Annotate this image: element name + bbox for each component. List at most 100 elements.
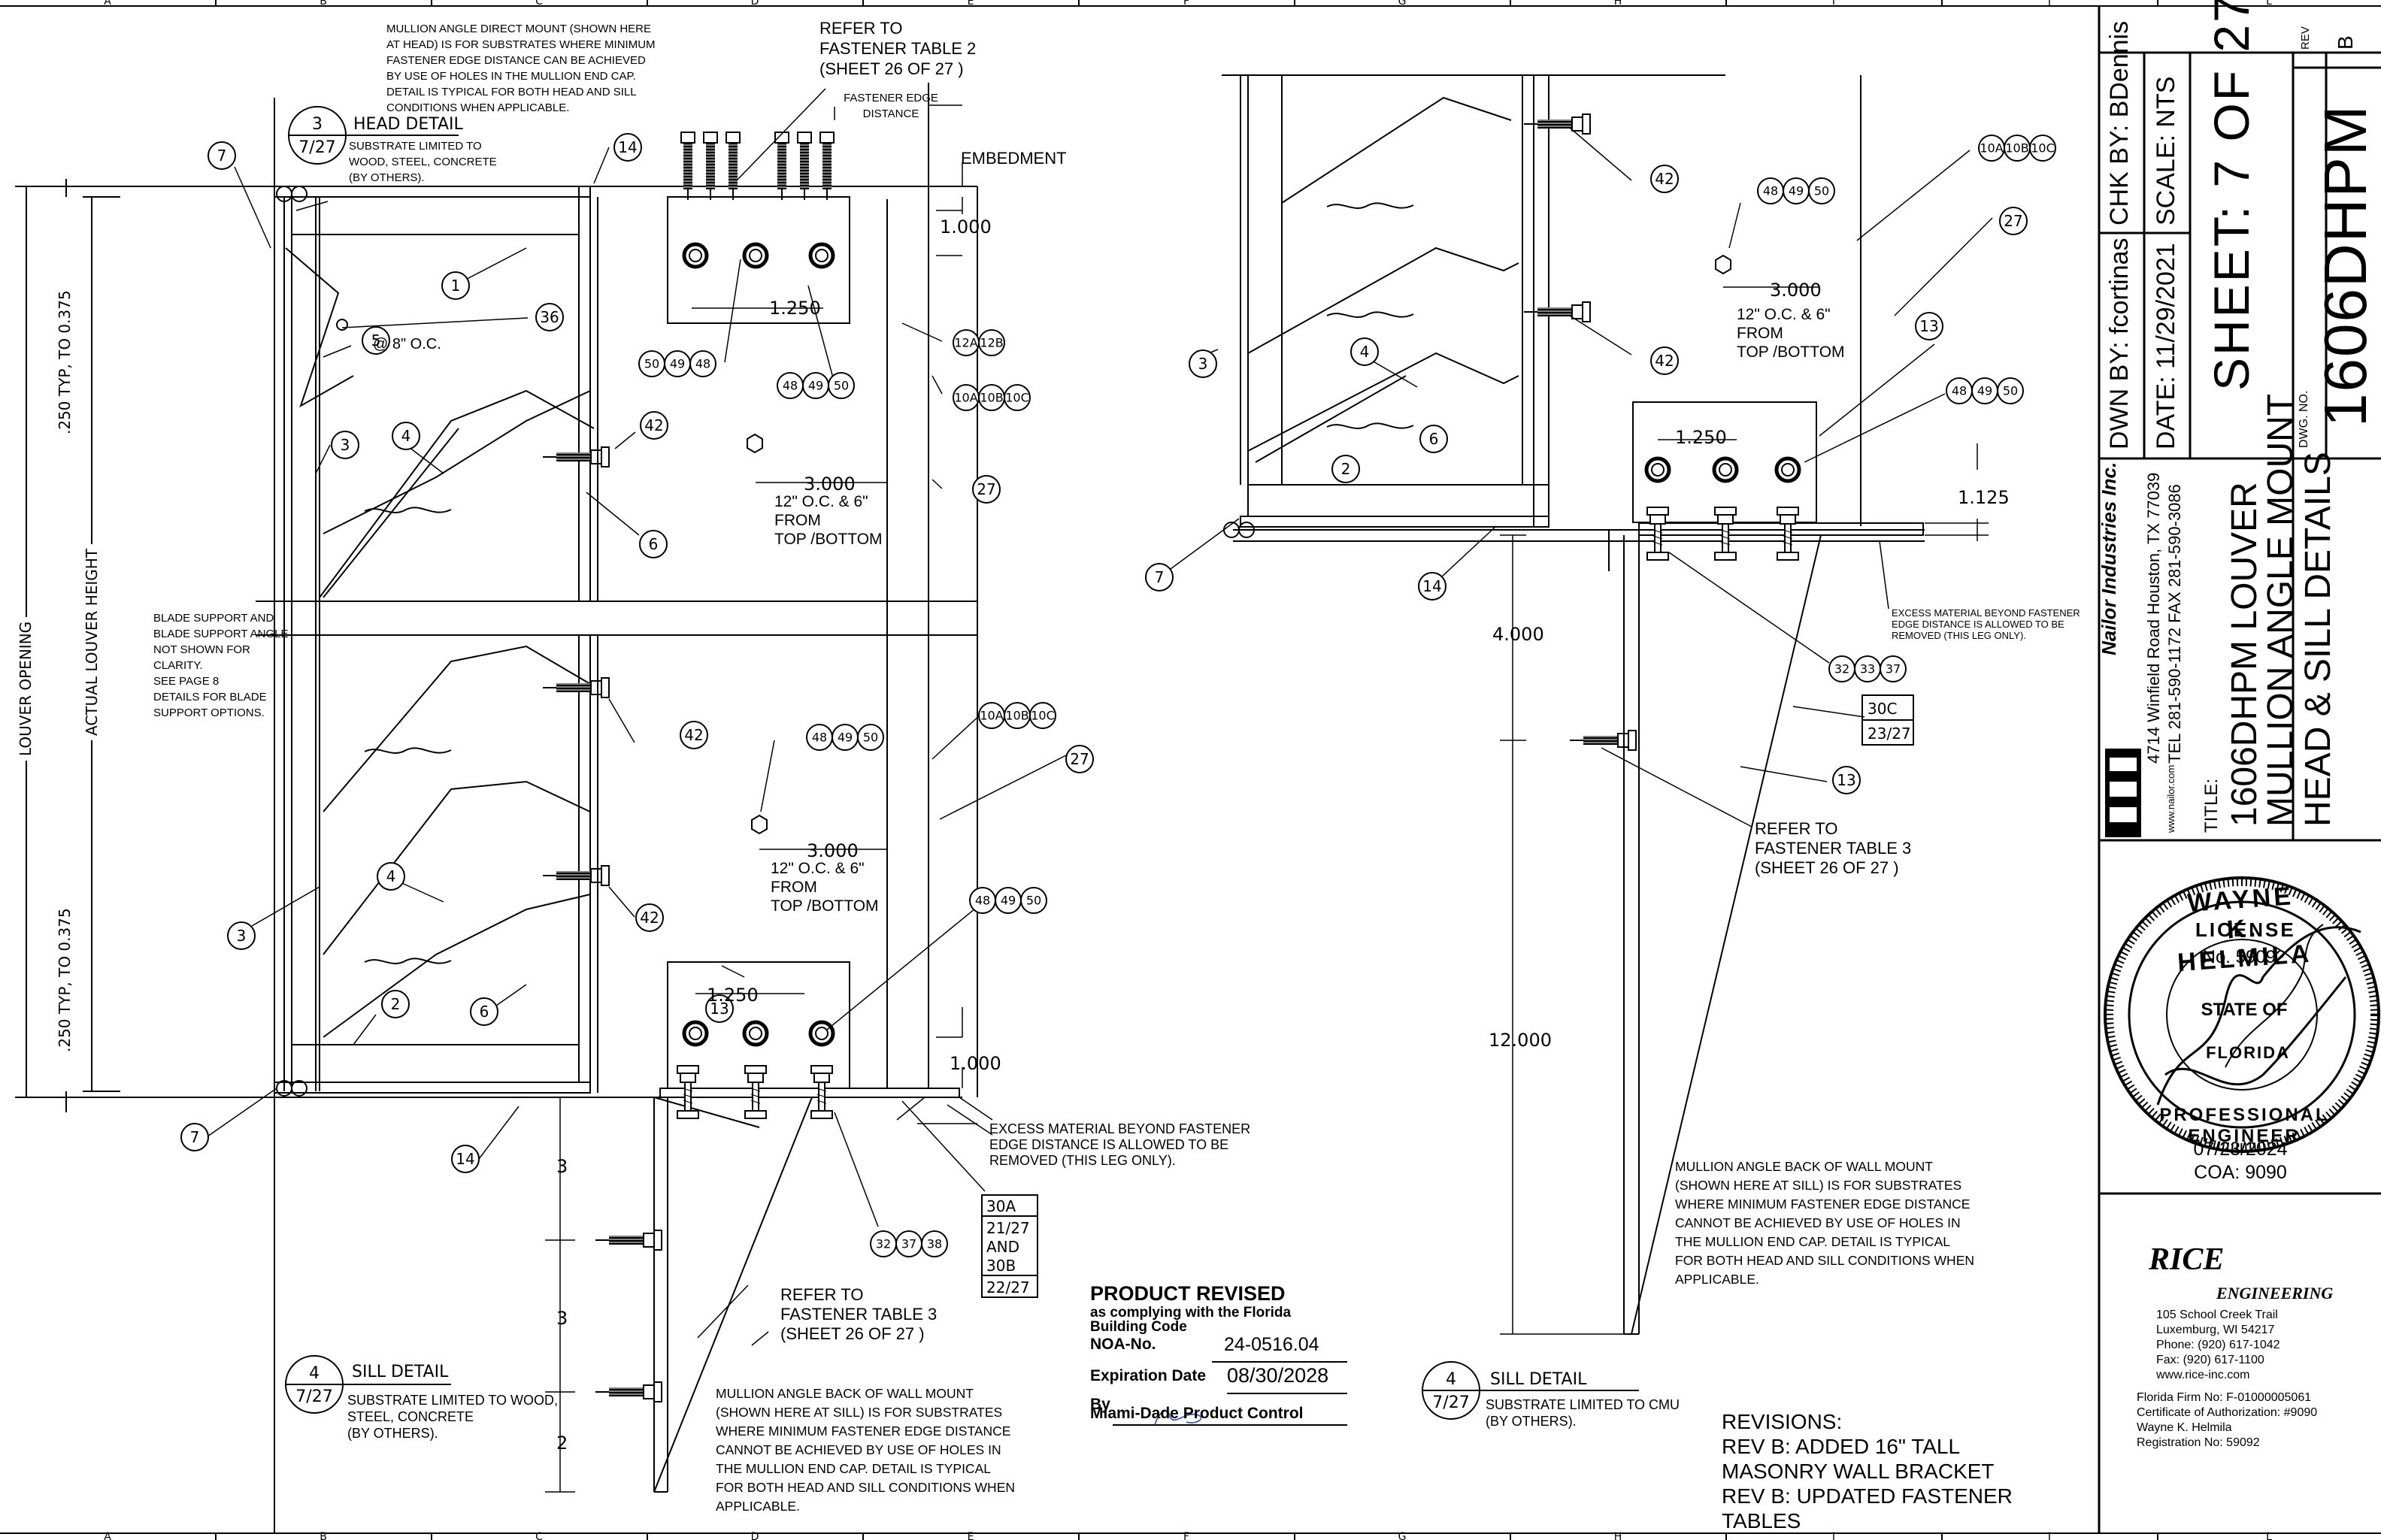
refer-table-3-right: REFER TO FASTENER TABLE 3 (SHEET 26 OF 2… bbox=[1755, 819, 1912, 877]
seal-profession: PROFESSIONAL ENGINEER bbox=[2159, 1105, 2329, 1146]
svg-text:37: 37 bbox=[1886, 662, 1901, 676]
dim-1250-right: 1.250 bbox=[1675, 427, 1727, 448]
typ-dim-bottom: .250 TYP, TO 0.375 bbox=[56, 908, 74, 1052]
head-mount-note: MULLION ANGLE DIRECT MOUNT (SHOWN HERE A… bbox=[386, 23, 656, 114]
fastener-edge-distance-label: FASTENER EDGE DISTANCE bbox=[844, 92, 938, 120]
company-name: Nailor Industries Inc. bbox=[2098, 461, 2120, 655]
svg-text:50: 50 bbox=[863, 731, 878, 745]
right-studs bbox=[1646, 507, 1799, 561]
svg-text:49: 49 bbox=[1789, 184, 1804, 198]
svg-text:48: 48 bbox=[1952, 384, 1967, 398]
callout-42: 42 bbox=[644, 416, 663, 434]
dim-1250-head: 1.250 bbox=[769, 298, 821, 319]
svg-text:49: 49 bbox=[838, 731, 853, 745]
sill-substrate-note-left: SUBSTRATE LIMITED TO WOOD, STEEL, CONCRE… bbox=[347, 1393, 559, 1441]
zone-letter: G bbox=[1398, 1531, 1407, 1540]
head-anchor-group bbox=[680, 132, 835, 201]
zone-letter: I bbox=[1832, 1531, 1835, 1540]
callout-14: 14 bbox=[1422, 577, 1441, 595]
svg-text:49: 49 bbox=[808, 379, 823, 393]
zone-letter: J bbox=[2047, 1531, 2051, 1540]
title-line-2: MULLION ANGLE MOUNT bbox=[2261, 393, 2301, 827]
engineer-reg: Registration No: 59092 bbox=[2137, 1436, 2260, 1449]
dim-2: 2 bbox=[556, 1433, 568, 1454]
engineer-person: Wayne K. Helmila bbox=[2137, 1421, 2232, 1434]
callout-13: 13 bbox=[1919, 317, 1938, 335]
chk-by: CHK BY: BDennis bbox=[2105, 20, 2134, 225]
svg-text:AND: AND bbox=[986, 1238, 1019, 1256]
title-block-frame bbox=[2098, 6, 2381, 1533]
svg-text:21/27: 21/27 bbox=[986, 1219, 1030, 1237]
svg-text:22/27: 22/27 bbox=[986, 1278, 1030, 1296]
revisions-note: REVISIONS: REV B: ADDED 16" TALL MASONRY… bbox=[1722, 1410, 2013, 1532]
title-label: TITLE: bbox=[2201, 778, 2222, 833]
dim-3000-sill: 3.000 bbox=[807, 840, 859, 861]
zone-letter: L bbox=[2266, 0, 2272, 8]
zone-letter: E bbox=[968, 0, 974, 8]
excess-material-note-left: EXCESS MATERIAL BEYOND FASTENER EDGE DIS… bbox=[989, 1121, 1251, 1168]
svg-text:37: 37 bbox=[901, 1237, 916, 1251]
zone-letter: A bbox=[104, 1531, 111, 1540]
dim-1125: 1.125 bbox=[1958, 487, 2010, 508]
svg-text:7/27: 7/27 bbox=[298, 138, 335, 157]
head-bracket-holes bbox=[684, 244, 833, 267]
hex-nuts bbox=[336, 254, 1731, 835]
sill-detail-title-right: SILL DETAIL bbox=[1490, 1370, 1587, 1389]
svg-text:3: 3 bbox=[312, 115, 323, 134]
pe-seal bbox=[2104, 876, 2380, 1153]
actual-louver-height-dim: ACTUAL LOUVER HEIGHT bbox=[83, 543, 101, 740]
svg-text:10A: 10A bbox=[1980, 141, 2003, 156]
right-leaders bbox=[1159, 127, 1993, 827]
svg-text:48: 48 bbox=[783, 379, 798, 393]
seal-license-number: No. 59092 bbox=[2202, 947, 2286, 967]
sill-detail-title-left: SILL DETAIL bbox=[352, 1363, 449, 1381]
expiration-value: 08/30/2028 bbox=[1227, 1364, 1329, 1387]
callout-4: 4 bbox=[401, 427, 411, 445]
zone-letter: G bbox=[1398, 0, 1407, 8]
svg-text:10B: 10B bbox=[980, 391, 1003, 405]
svg-text:48: 48 bbox=[695, 357, 710, 371]
expiration-label: Expiration Date bbox=[1090, 1367, 1207, 1384]
callout-27: 27 bbox=[2004, 212, 2022, 230]
callout-2: 2 bbox=[391, 995, 401, 1013]
head-substrate-note: SUBSTRATE LIMITED TO WOOD, STEEL, CONCRE… bbox=[349, 140, 497, 184]
right-holes bbox=[1646, 458, 1799, 481]
svg-text:48: 48 bbox=[812, 731, 827, 745]
back-of-wall-note-left: MULLION ANGLE BACK OF WALL MOUNT (SHOWN … bbox=[716, 1386, 1016, 1514]
callout-7: 7 bbox=[217, 147, 227, 165]
typ-dim-top: .250 TYP, TO 0.375 bbox=[56, 290, 74, 434]
dim-3-lower: 3 bbox=[556, 1308, 568, 1329]
callout-27: 27 bbox=[1070, 750, 1089, 768]
right-detail-geometry bbox=[1222, 74, 1925, 1335]
dimension-labels: 1.000 1.250 3.000 3.000 1.250 1.000 3.00… bbox=[556, 216, 2010, 1454]
right-anchors bbox=[1523, 113, 1637, 751]
callout-4: 4 bbox=[1360, 343, 1370, 361]
callout-bubbles bbox=[180, 133, 2028, 1173]
company-address: 4714 Winfield Road Houston, TX 77039 bbox=[2144, 472, 2163, 764]
engineer-address: 105 School Creek Trail Luxemburg, WI 542… bbox=[2156, 1308, 2280, 1383]
detail-symbols bbox=[285, 106, 1639, 1420]
zone-letter: A bbox=[104, 0, 111, 8]
svg-text:4: 4 bbox=[309, 1364, 320, 1383]
spacing-8-oc: @ 8" O.C. bbox=[373, 336, 441, 352]
md-stamp-lines bbox=[1113, 1361, 1347, 1426]
dim-1250-sill: 1.250 bbox=[707, 985, 759, 1006]
callout-27: 27 bbox=[977, 480, 995, 498]
engineer-firm-no: Florida Firm No: F-01000005061 bbox=[2137, 1391, 2312, 1404]
scale: SCALE: NTS bbox=[2152, 76, 2180, 225]
svg-text:48: 48 bbox=[975, 894, 990, 908]
zone-letter: C bbox=[535, 1531, 543, 1540]
svg-text:32: 32 bbox=[1834, 662, 1849, 676]
engineer-phone: Phone: (920) 617-1042 bbox=[2156, 1339, 2280, 1351]
callout-42: 42 bbox=[640, 909, 659, 927]
agency-label: Miami-Dade Product Control bbox=[1090, 1405, 1304, 1422]
head-detail-title: HEAD DETAIL bbox=[353, 115, 464, 134]
seal-florida: FLORIDA bbox=[2206, 1043, 2290, 1062]
callout-3: 3 bbox=[237, 927, 247, 945]
zone-letter: F bbox=[1183, 1531, 1189, 1540]
left-detail-geometry bbox=[15, 83, 978, 1533]
svg-text:49: 49 bbox=[1001, 894, 1016, 908]
title-line-3: HEAD & SILL DETAILS bbox=[2298, 452, 2338, 827]
zone-letter: D bbox=[751, 1531, 759, 1540]
detail-symbol-text: 3 7/27 4 7/27 4 7/27 bbox=[295, 115, 1469, 1412]
